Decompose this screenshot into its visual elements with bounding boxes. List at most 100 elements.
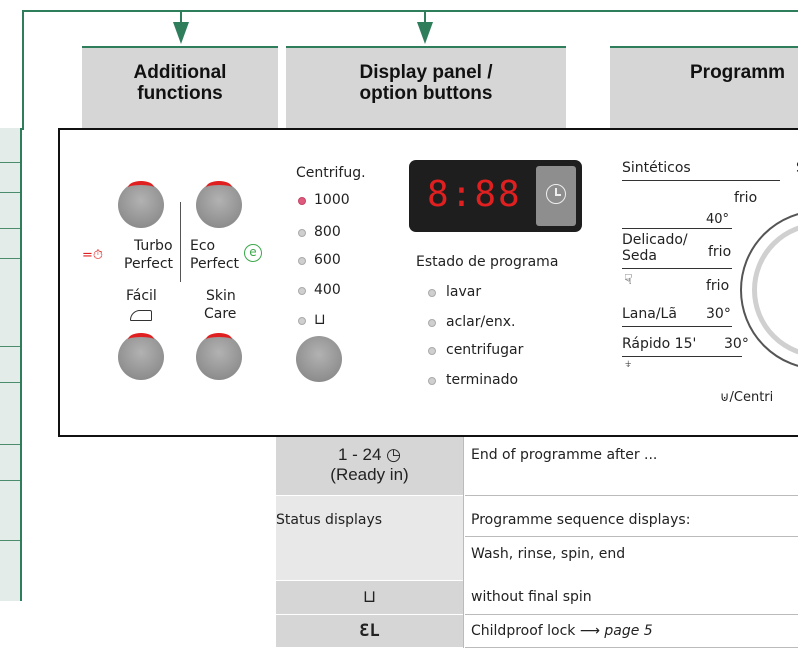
table-row: Status displays Programme sequence displ… — [276, 496, 798, 581]
spin-option: 600 — [314, 252, 341, 268]
status-led — [428, 347, 436, 355]
header-additional-functions: Additional functions — [82, 46, 278, 130]
arrow-stem-1 — [180, 10, 182, 24]
iron-icon — [130, 310, 152, 321]
skin-care-button[interactable] — [196, 333, 242, 380]
spin-button[interactable] — [296, 336, 342, 382]
display-digits-text: 8:88 — [427, 174, 522, 215]
eco-perfect-button[interactable] — [196, 181, 242, 228]
spin-option: 400 — [314, 282, 341, 298]
childlock-icon: ƐL — [359, 621, 380, 641]
spin-option: 800 — [314, 224, 341, 240]
programme-temp: frio — [734, 190, 758, 206]
eco-label: Eco — [190, 238, 216, 254]
page-link[interactable]: page 5 — [604, 623, 653, 639]
table-desc: End of programme after ... — [471, 447, 658, 463]
status-item: aclar/enx. — [446, 314, 516, 330]
table-row: ƐL Childproof lock ⟶ page 5 — [276, 615, 798, 648]
status-item: lavar — [446, 284, 482, 300]
no-spin-icon: ⊔ — [314, 310, 326, 328]
programme-temp: frio — [706, 278, 730, 294]
display-digits: 8:88 — [427, 174, 522, 215]
header-display-panel: Display panel / option buttons — [286, 46, 566, 130]
header-line: option buttons — [359, 83, 493, 104]
header-line: Additional — [133, 62, 227, 83]
table-desc: Programme sequence displays: — [471, 512, 691, 528]
turbo-label: Turbo — [134, 238, 173, 254]
spin-led — [298, 317, 306, 325]
table-cell-desc: without final spin — [465, 581, 798, 615]
control-panel: =⏱ Turbo Perfect Eco Perfect e Fácil Ski… — [58, 128, 798, 437]
status-title: Estado de programa — [416, 254, 559, 270]
programme-bracket — [622, 268, 732, 269]
spin-led — [298, 197, 306, 205]
turbo-perfect-button[interactable] — [118, 181, 164, 228]
programme-edge-label: S — [796, 160, 798, 176]
turbo-icon: =⏱ — [82, 248, 104, 263]
table-cell-desc: End of programme after ... — [465, 437, 798, 496]
arrow-stem-2 — [424, 10, 426, 24]
status-displays-label: Status displays — [276, 512, 383, 528]
programme-bracket — [622, 356, 742, 357]
left-connector-line — [22, 10, 24, 130]
header-programme: Programm — [610, 46, 798, 130]
left-margin-strip — [0, 128, 22, 601]
programme-temp: 40° — [706, 212, 730, 227]
status-led — [428, 377, 436, 385]
programme-label: ⊍/Centri — [720, 390, 774, 405]
programme-label: Delicado/ — [622, 232, 688, 248]
status-item: terminado — [446, 372, 519, 388]
programme-label: Seda — [622, 248, 657, 264]
rinse-icon: ⍖ — [624, 356, 633, 372]
eco-label: Perfect — [190, 256, 240, 272]
spin-led — [298, 229, 306, 237]
programme-temp: frio — [708, 244, 732, 260]
table-row: 1 - 24 ◷ (Ready in) End of programme aft… — [276, 437, 798, 496]
ready-in-button[interactable] — [536, 166, 576, 226]
skin-care-label: Care — [204, 306, 237, 322]
table-cell-desc: Childproof lock ⟶ page 5 — [465, 615, 798, 648]
arrow-down-icon — [417, 22, 433, 44]
spin-led — [298, 257, 306, 265]
turbo-label: Perfect — [124, 256, 174, 272]
table-cell-key: ⊔ — [276, 581, 463, 615]
status-led — [428, 289, 436, 297]
ready-in-label: (Ready in) — [330, 465, 409, 484]
status-led — [428, 319, 436, 327]
facil-button[interactable] — [118, 333, 164, 380]
table-cell-desc: Programme sequence displays: Wash, rinse… — [465, 496, 798, 581]
programme-temp: 30° — [706, 306, 731, 322]
digital-display: 8:88 — [409, 160, 582, 232]
eco-leaf-icon: e — [244, 244, 262, 262]
row-divider — [465, 536, 798, 537]
no-spin-icon: ⊔ — [362, 587, 377, 606]
table-row: ⊔ without final spin — [276, 581, 798, 615]
facil-label: Fácil — [126, 288, 157, 304]
header-line: Programm — [690, 62, 786, 83]
table-desc: without final spin — [471, 589, 592, 605]
table-desc: Wash, rinse, spin, end — [471, 546, 626, 562]
programme-bracket — [622, 326, 732, 327]
spin-option: 1000 — [314, 192, 350, 208]
spin-title: Centrifug. — [296, 165, 366, 181]
handwash-icon: ☟ — [624, 272, 633, 288]
programme-label: Sintéticos — [622, 160, 691, 176]
table-cell-key: ƐL — [276, 615, 463, 648]
skin-care-label: Skin — [206, 288, 236, 304]
status-item: centrifugar — [446, 342, 524, 358]
programme-temp: 30° — [724, 336, 749, 352]
table-cell-key: 1 - 24 ◷ (Ready in) — [276, 437, 463, 496]
top-connector-line — [22, 10, 798, 12]
eco-leaf-glyph: e — [249, 245, 257, 259]
table-cell-key: Status displays — [276, 496, 463, 581]
ready-in-range: 1 - 24 ◷ — [337, 445, 402, 464]
programme-label: Lana/Lã — [622, 306, 677, 322]
header-line: functions — [137, 83, 223, 104]
arrow-down-icon — [173, 22, 189, 44]
table-desc: Childproof lock ⟶ page 5 — [471, 623, 653, 639]
divider — [180, 202, 181, 282]
childlock-text: Childproof lock ⟶ — [471, 623, 605, 639]
programme-label: Rápido 15' — [622, 336, 697, 352]
clock-icon — [546, 184, 566, 204]
spin-led — [298, 287, 306, 295]
